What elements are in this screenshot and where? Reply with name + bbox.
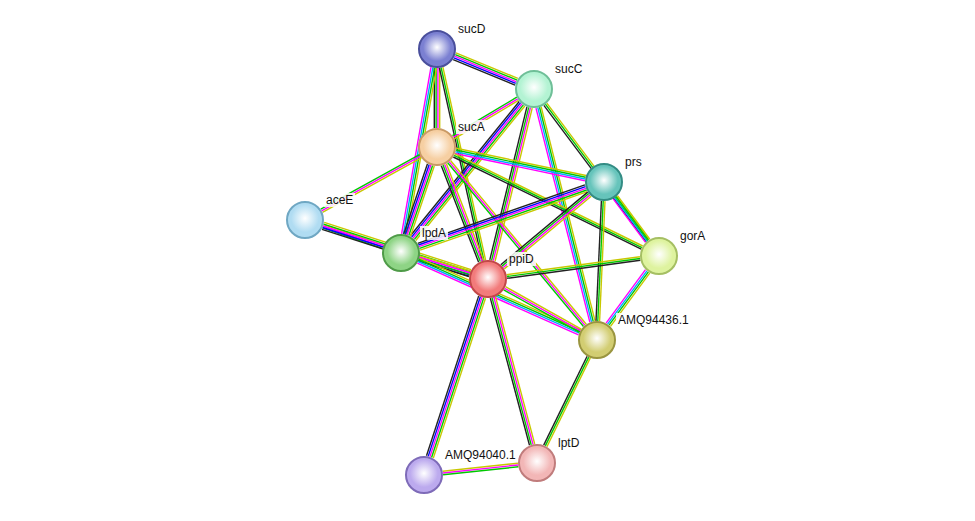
evidence-line (547, 358, 590, 447)
node-label: aceE (324, 193, 355, 207)
evidence-line (323, 158, 422, 213)
evidence-line (494, 297, 533, 444)
evidence-line (456, 148, 586, 175)
node-label: sucA (456, 120, 487, 134)
evidence-line (448, 163, 584, 327)
evidence-line (544, 356, 587, 445)
interaction-edge (544, 356, 591, 446)
evidence-line (419, 260, 580, 332)
evidence-line (506, 287, 582, 330)
node-label: lptD (556, 436, 581, 450)
node-label: lpdA (420, 226, 448, 240)
interaction-edge (490, 297, 534, 446)
protein-node: gorA (640, 237, 678, 275)
evidence-line (504, 290, 580, 333)
evidence-line (490, 298, 529, 445)
evidence-line (437, 68, 438, 128)
evidence-line (618, 196, 650, 240)
evidence-line (502, 194, 589, 267)
evidence-line (492, 298, 531, 445)
evidence-line (443, 465, 518, 473)
evidence-line (615, 198, 647, 242)
evidence-line (613, 199, 645, 243)
evidence-line (456, 53, 518, 79)
evidence-line (432, 298, 484, 458)
evidence-line (505, 288, 581, 330)
interaction-edge (322, 222, 471, 276)
evidence-line (441, 166, 478, 263)
interaction-edge (453, 53, 518, 85)
node-label: sucD (456, 22, 487, 36)
protein-node: sucA (418, 128, 456, 166)
node-label: sucC (553, 62, 584, 76)
evidence-line (407, 165, 431, 235)
evidence-line (324, 224, 471, 271)
interaction-edge (613, 196, 650, 243)
node-label: prs (623, 155, 644, 169)
protein-node: prs (585, 163, 623, 201)
protein-node: lptD (518, 444, 556, 482)
protein-node: aceE (286, 201, 324, 239)
evidence-line (538, 108, 592, 322)
evidence-line (443, 463, 518, 471)
evidence-line (496, 297, 535, 444)
node-label: AMQ94436.1 (616, 313, 691, 327)
evidence-line (439, 68, 440, 128)
evidence-line (433, 298, 485, 458)
evidence-line (427, 296, 479, 456)
node-label: AMQ94040.1 (443, 448, 518, 462)
interaction-edge (427, 296, 486, 458)
interaction-edge (501, 192, 591, 269)
interaction-edge (504, 287, 582, 333)
evidence-line (322, 156, 421, 211)
evidence-line (451, 161, 587, 325)
evidence-line (596, 201, 601, 321)
interaction-edge (321, 155, 421, 213)
protein-node: ppiD (469, 260, 507, 298)
interaction-edge (418, 185, 588, 250)
protein-node: AMQ94040.1 (405, 456, 443, 494)
evidence-line (503, 195, 590, 268)
evidence-line (616, 197, 648, 241)
node-label: ppiD (507, 252, 536, 266)
evidence-line (321, 155, 420, 210)
evidence-line (430, 297, 482, 457)
evidence-line (323, 226, 470, 273)
protein-node: sucC (515, 70, 553, 108)
node-label: gorA (678, 229, 707, 243)
evidence-line (435, 68, 436, 128)
evidence-line (504, 196, 591, 269)
evidence-line (443, 467, 518, 475)
evidence-line (455, 55, 517, 81)
evidence-line (405, 164, 429, 234)
protein-node: lpdA (382, 234, 420, 272)
evidence-line (545, 357, 588, 446)
evidence-line (547, 103, 649, 240)
interaction-edge (443, 463, 519, 475)
protein-node: AMQ94436.1 (578, 321, 616, 359)
evidence-line (428, 297, 480, 457)
evidence-line (404, 164, 428, 234)
evidence-line (454, 58, 516, 84)
interaction-edge (455, 148, 586, 180)
evidence-line (418, 185, 585, 243)
protein-node: sucD (418, 30, 456, 68)
evidence-line (455, 56, 517, 82)
evidence-line (453, 60, 515, 86)
